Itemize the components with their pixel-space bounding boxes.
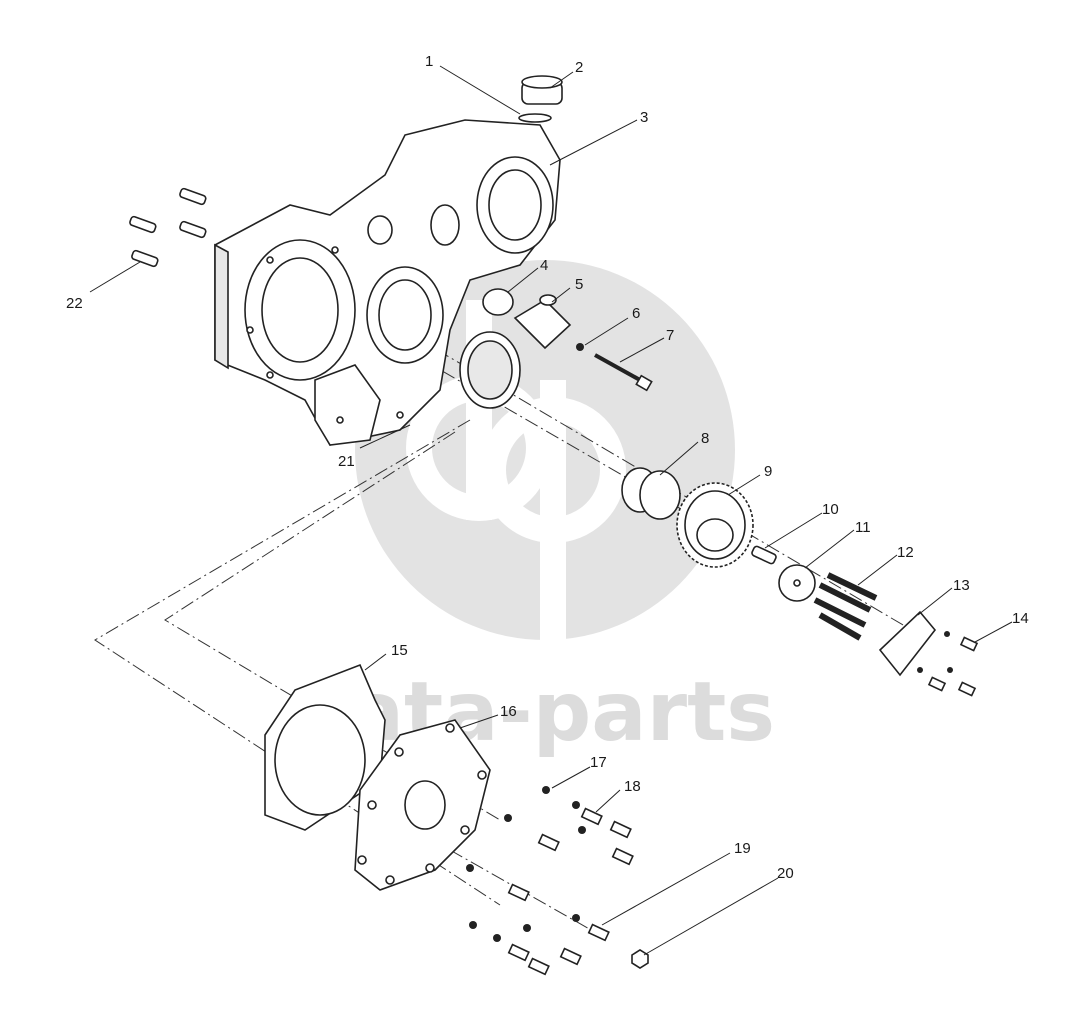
callout-9: 9 <box>764 463 772 480</box>
leader-lines <box>89 65 1013 956</box>
idler-gear <box>676 482 754 568</box>
callout-21: 21 <box>338 453 355 470</box>
callout-13: 13 <box>953 577 970 594</box>
callout-19: 19 <box>734 840 751 857</box>
callout-6: 6 <box>632 305 640 322</box>
small-cover <box>878 610 937 677</box>
washer <box>576 343 584 351</box>
callout-20: 20 <box>777 865 794 882</box>
sensor <box>513 294 572 350</box>
filler-cap <box>518 75 563 123</box>
gear-housing <box>214 119 561 446</box>
o-ring <box>482 288 514 316</box>
callout-4: 4 <box>540 257 548 274</box>
callout-10: 10 <box>822 501 839 518</box>
callout-15: 15 <box>391 642 408 659</box>
callout-2: 2 <box>575 59 583 76</box>
callout-3: 3 <box>640 109 648 126</box>
callout-8: 8 <box>701 430 709 447</box>
small-bolts <box>917 631 979 697</box>
callout-22: 22 <box>66 295 83 312</box>
fasteners <box>466 786 649 976</box>
long-bolt <box>594 353 653 392</box>
callout-1: 1 <box>425 53 433 70</box>
studs <box>129 187 207 268</box>
cover-plate <box>354 719 491 891</box>
callout-5: 5 <box>575 276 583 293</box>
callout-14: 14 <box>1012 610 1029 627</box>
callout-7: 7 <box>666 327 674 344</box>
callout-18: 18 <box>624 778 641 795</box>
callout-16: 16 <box>500 703 517 720</box>
callout-17: 17 <box>590 754 607 771</box>
thrust-plate <box>778 564 816 602</box>
seal-ring <box>459 331 521 409</box>
callout-11: 11 <box>855 519 871 536</box>
gear-hub <box>621 467 681 520</box>
hex-nut <box>631 949 649 969</box>
gasket <box>264 663 386 831</box>
bolts-set <box>813 572 878 641</box>
callout-12: 12 <box>897 544 914 561</box>
pin <box>751 545 777 565</box>
